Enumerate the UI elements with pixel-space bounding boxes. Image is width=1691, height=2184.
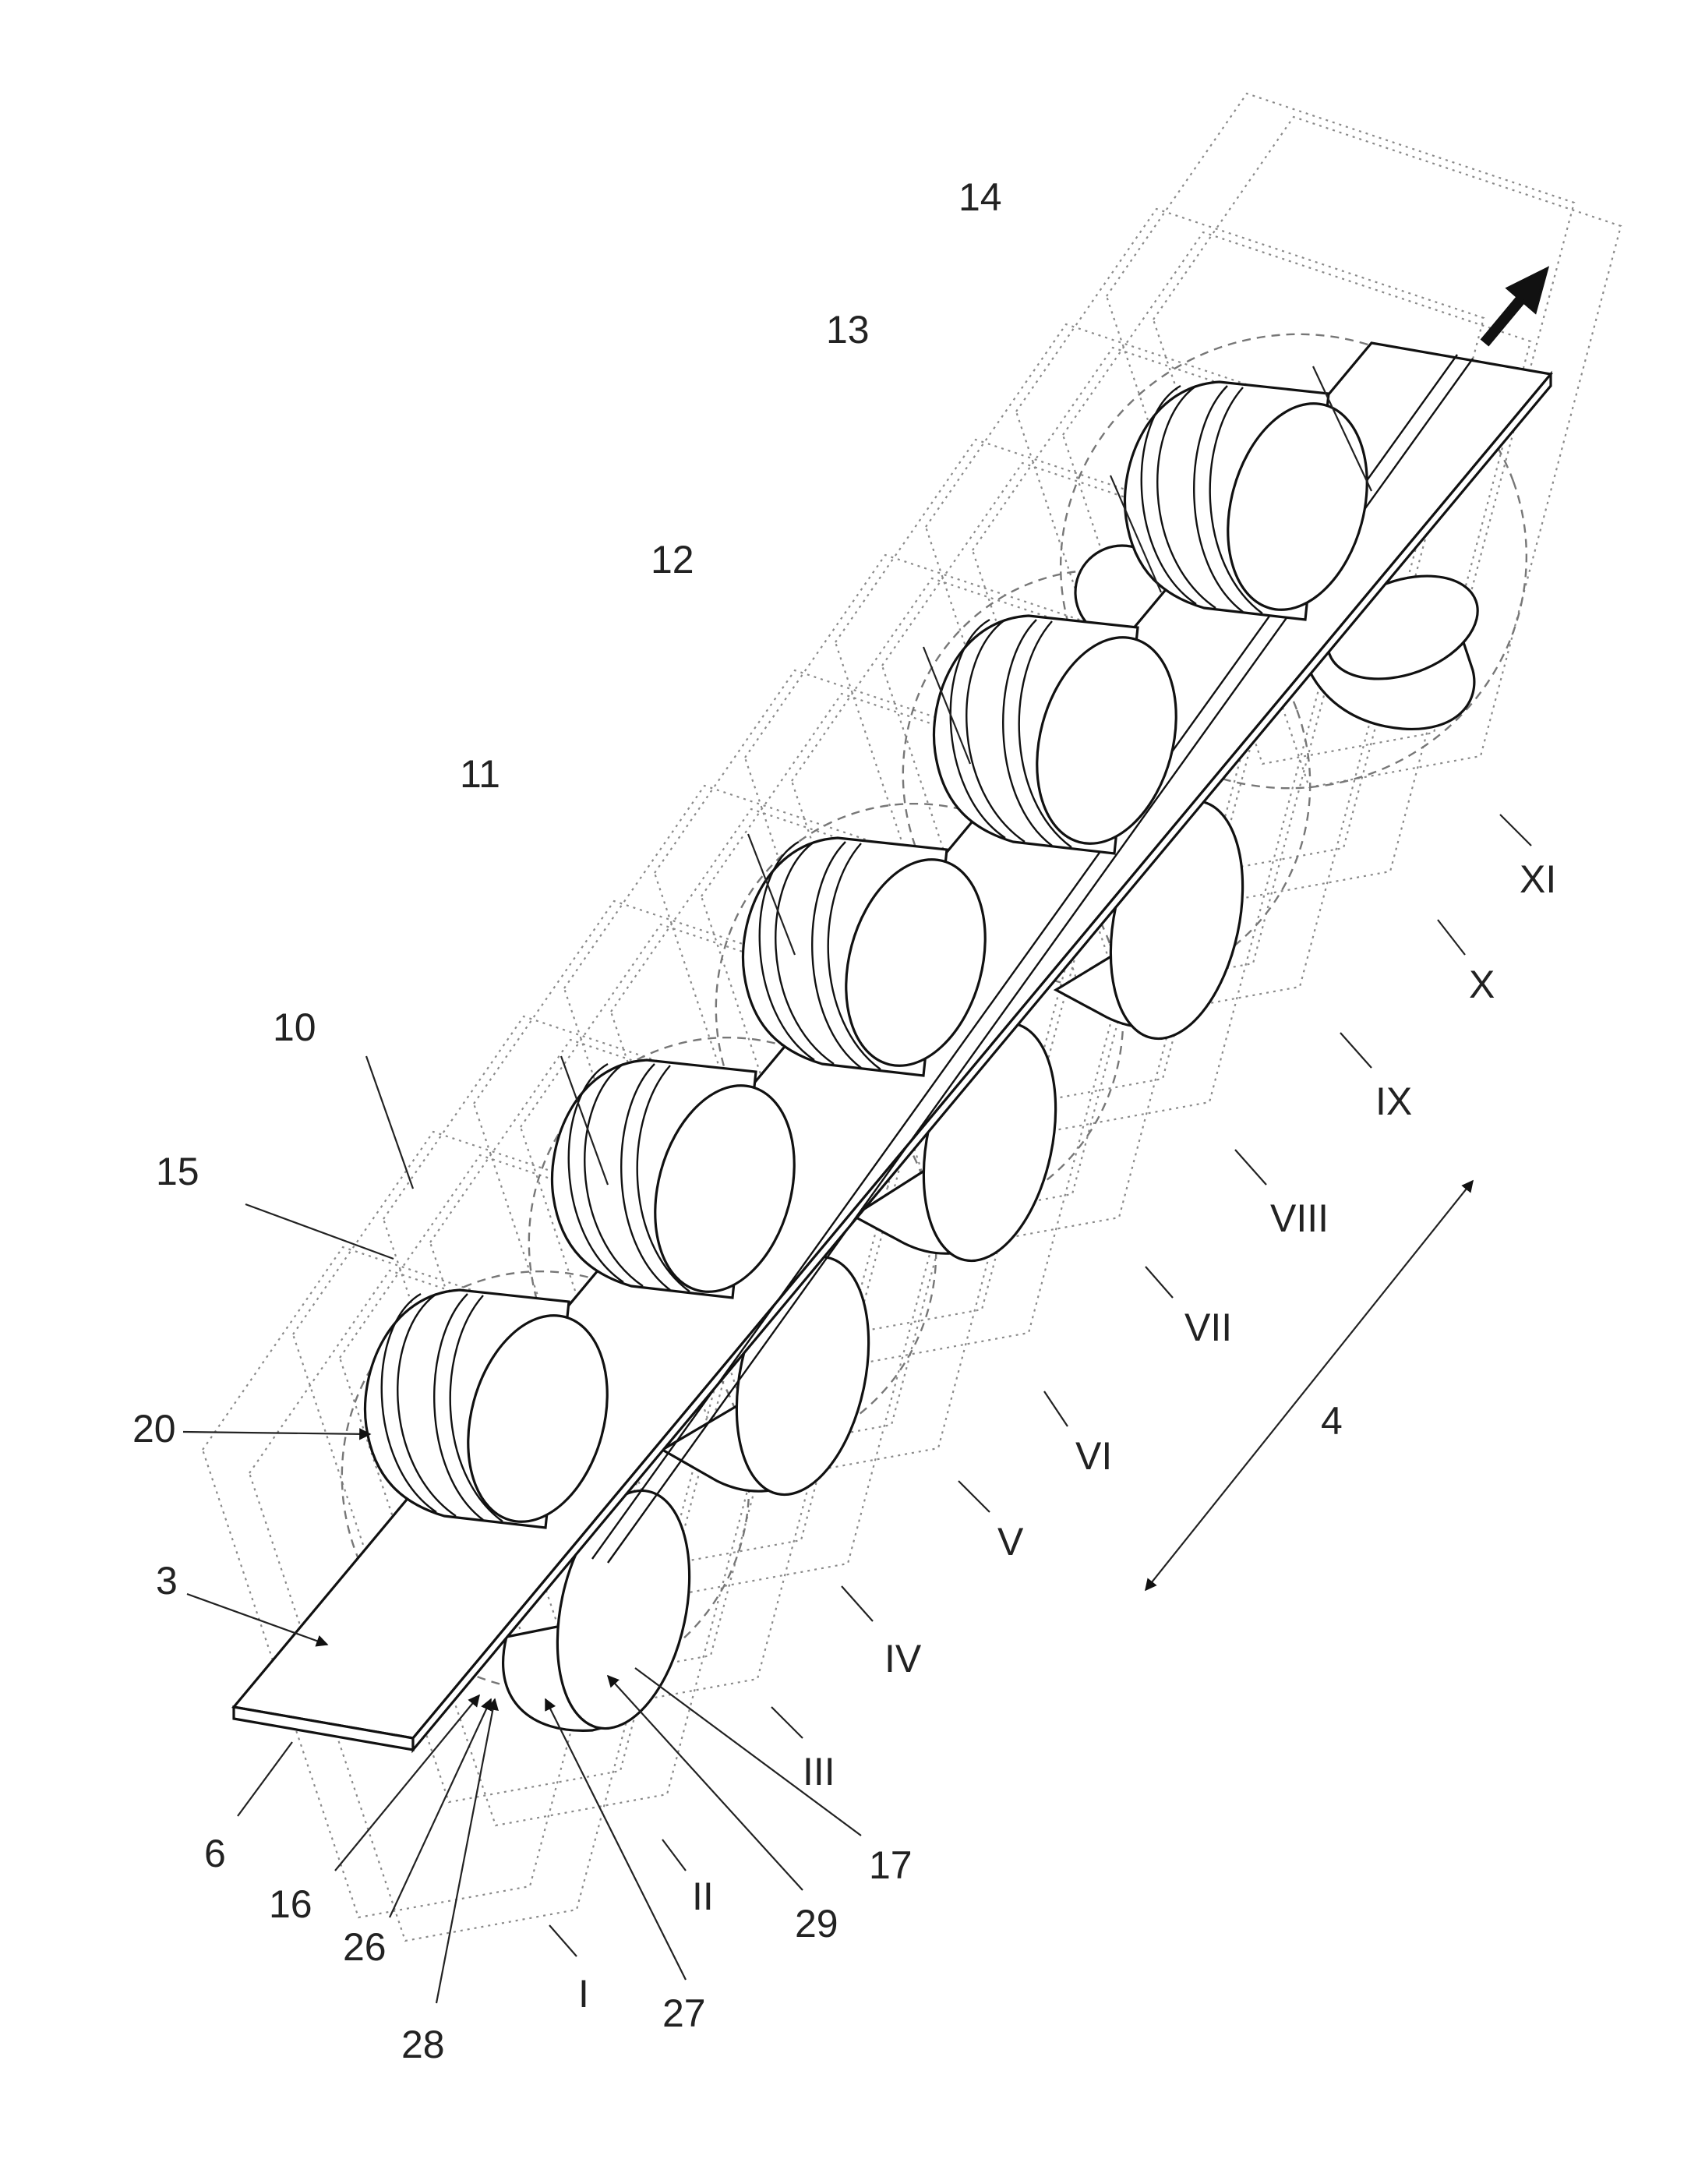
station-III: III (803, 1750, 835, 1793)
label-27: 27 (662, 1991, 706, 2035)
label-11: 11 (460, 752, 500, 796)
label-16: 16 (269, 1882, 312, 1926)
station-VI: VI (1075, 1434, 1112, 1478)
label-17: 17 (869, 1843, 913, 1887)
station-VII: VII (1184, 1306, 1232, 1349)
label-15: 15 (156, 1150, 199, 1193)
station-I: I (578, 1972, 589, 2016)
station-II: II (692, 1875, 714, 1918)
label-13: 13 (826, 308, 870, 352)
label-26: 26 (343, 1925, 387, 1969)
label-14: 14 (958, 175, 1002, 219)
upper-rollers (365, 382, 1389, 1537)
label-6: 6 (204, 1832, 226, 1875)
label-4: 4 (1321, 1399, 1343, 1443)
label-20: 20 (132, 1407, 176, 1451)
label-12: 12 (651, 538, 694, 581)
label-28: 28 (401, 2023, 445, 2066)
station-IV: IV (884, 1637, 922, 1680)
station-V: V (997, 1520, 1024, 1564)
station-IX: IX (1375, 1080, 1412, 1123)
travel-direction-arrow (1484, 269, 1547, 343)
label-3: 3 (156, 1559, 178, 1603)
station-VIII: VIII (1270, 1196, 1329, 1240)
label-29: 29 (795, 1902, 838, 1945)
double-arrow-4 (1146, 1181, 1473, 1590)
station-X: X (1469, 963, 1495, 1006)
label-10: 10 (273, 1005, 316, 1049)
station-XI: XI (1520, 857, 1556, 901)
